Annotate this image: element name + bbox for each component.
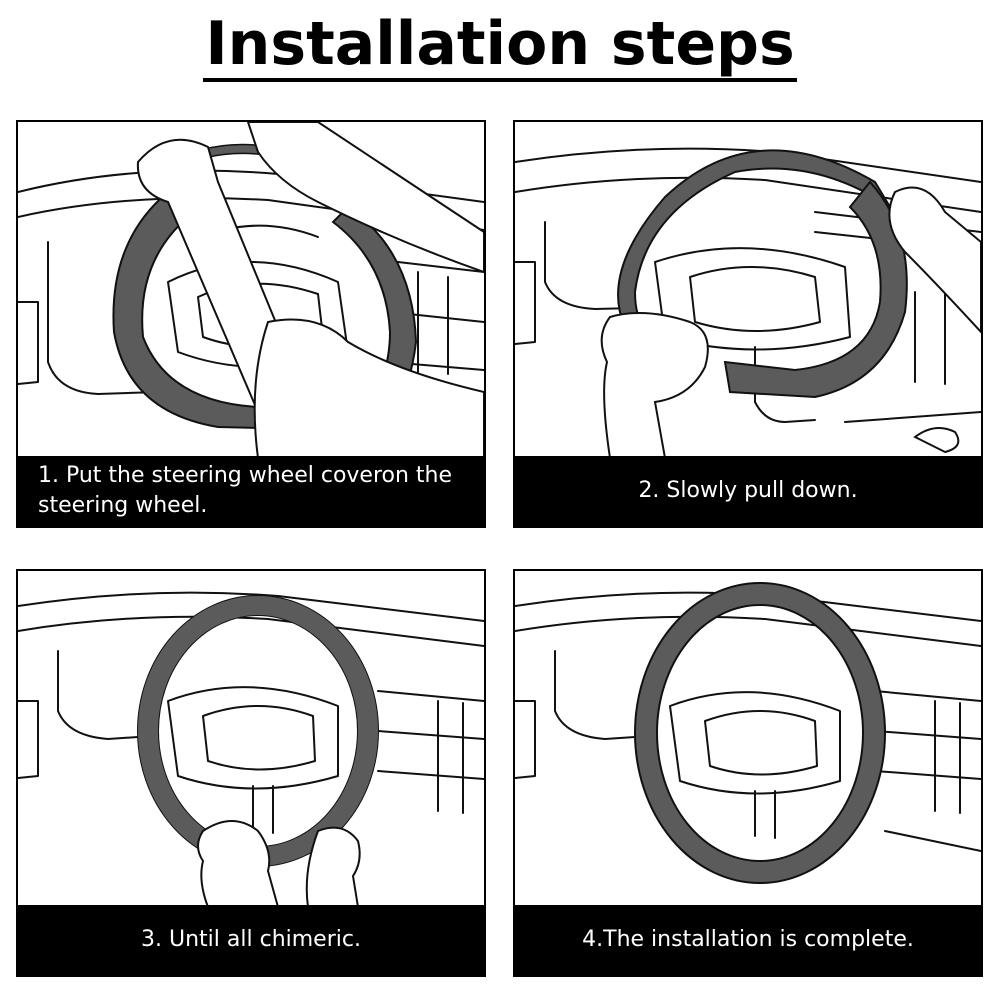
step-4-caption: 4.The installation is complete. — [515, 905, 981, 975]
step-3-panel: 3. Until all chimeric. — [16, 569, 486, 977]
step-2-panel: 2. Slowly pull down. — [513, 120, 983, 528]
step-1-caption: 1. Put the steering wheel coveron the st… — [18, 456, 484, 526]
step-4-illustration — [515, 581, 981, 885]
step-2-illustration — [515, 147, 981, 458]
step-1-illustration — [18, 122, 484, 458]
step-1-panel: 1. Put the steering wheel coveron the st… — [16, 120, 486, 528]
page-title: Installation steps — [0, 6, 1000, 82]
title-text: Installation steps — [203, 10, 797, 82]
step-2-caption: 2. Slowly pull down. — [515, 456, 981, 526]
step-3-illustration — [18, 591, 484, 907]
step-4-panel: 4.The installation is complete. — [513, 569, 983, 977]
step-3-caption: 3. Until all chimeric. — [18, 905, 484, 975]
